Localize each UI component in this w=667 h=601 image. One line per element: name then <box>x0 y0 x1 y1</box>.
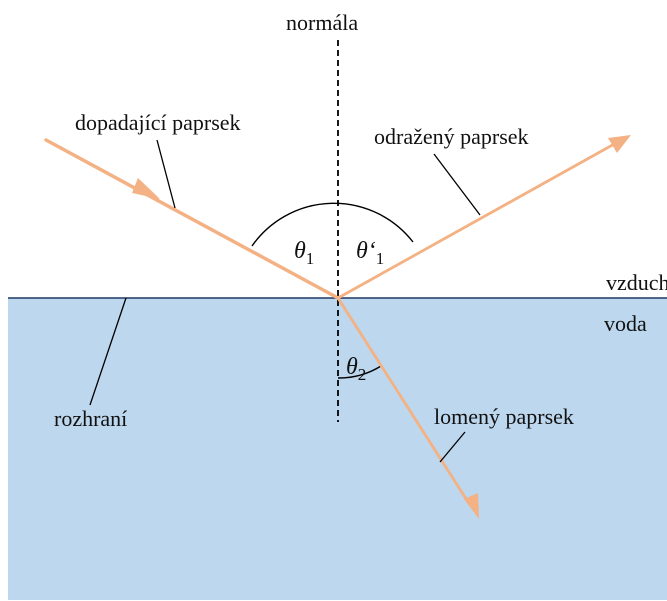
leader-incident <box>156 139 176 209</box>
angle-label-theta1: θ1 <box>294 238 314 268</box>
angle-arc-theta2 <box>337 365 382 379</box>
reflected-ray <box>336 141 618 300</box>
incident-ray <box>44 138 340 300</box>
theta1-subscript: 1 <box>306 249 315 268</box>
angle-arc-theta1-reflection <box>251 202 414 247</box>
angle-label-theta2: θ2 <box>346 354 366 384</box>
refracted-ray-label: lomený paprsek <box>434 404 574 429</box>
incident-ray-arrowhead <box>132 178 160 199</box>
leader-interface <box>89 297 127 406</box>
reflected-ray-label: odražený paprsek <box>374 124 529 149</box>
refracted-ray <box>336 296 472 507</box>
leader-reflected <box>433 153 481 216</box>
theta1-prime-subscript: 1 <box>376 249 385 268</box>
lower-medium-label: voda <box>604 311 647 336</box>
reflected-ray-arrowhead <box>608 135 631 153</box>
leader-refracted <box>439 431 466 463</box>
theta1-symbol: θ <box>294 238 306 264</box>
theta2-symbol: θ <box>346 354 358 380</box>
interface-label: rozhraní <box>54 406 127 431</box>
water-region <box>8 298 667 600</box>
theta1-prime-symbol: θ‘ <box>356 238 376 264</box>
normal-label: normála <box>286 10 358 35</box>
incident-ray-label: dopadající paprsek <box>75 110 241 135</box>
theta2-subscript: 2 <box>358 365 367 384</box>
upper-medium-label: vzduch <box>606 270 667 295</box>
angle-label-theta1-prime: θ‘1 <box>356 238 384 268</box>
refracted-ray-arrowhead <box>464 493 479 519</box>
